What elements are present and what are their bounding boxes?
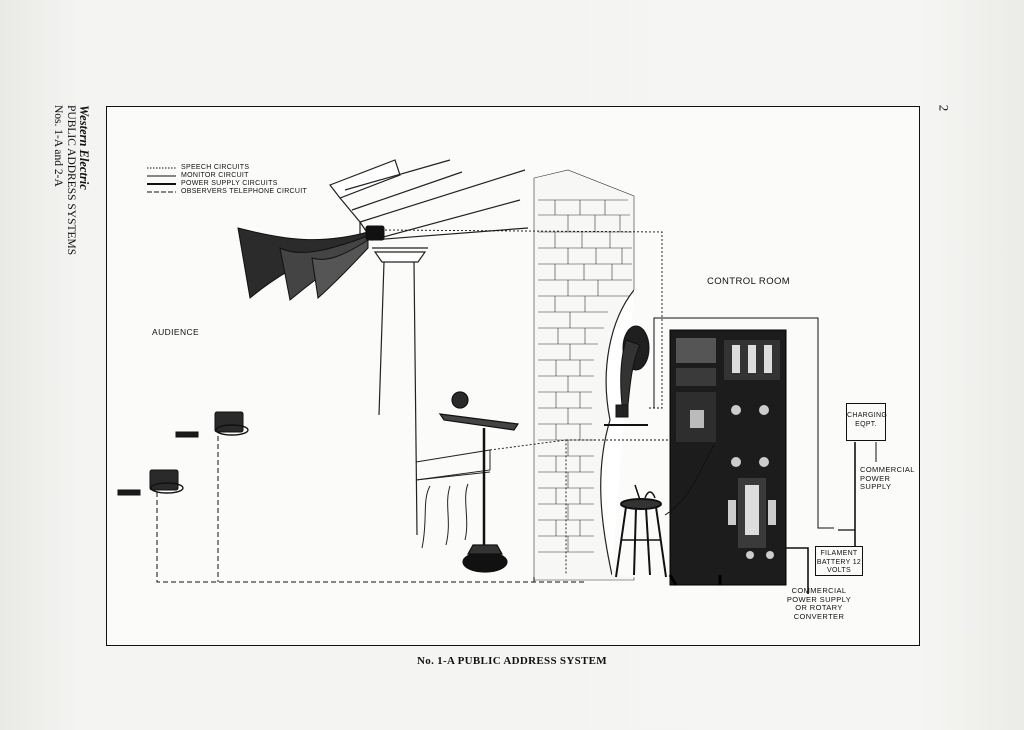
control-room-label: CONTROL ROOM bbox=[707, 276, 791, 287]
legend-monitor-circuit: MONITOR CIRCUIT bbox=[181, 172, 249, 179]
loudspeaker-horns bbox=[237, 225, 385, 301]
audience-label: AUDIENCE bbox=[152, 327, 200, 337]
amplifier-rack bbox=[668, 329, 787, 586]
ceiling-cornice bbox=[329, 159, 529, 241]
observer-telephones bbox=[117, 411, 249, 496]
balcony bbox=[415, 449, 491, 549]
commercial-power-converter-label: COMMERCIAL POWER SUPPLY OR ROTARY CONVER… bbox=[786, 586, 852, 621]
legend-samples bbox=[147, 167, 176, 193]
wiring bbox=[156, 229, 877, 594]
legend-observers-telephone-circuit: OBSERVERS TELEPHONE CIRCUIT bbox=[181, 188, 308, 195]
commercial-power-supply-label: COMMERCIAL POWER SUPPLY bbox=[860, 465, 915, 491]
charging-equipment-box: CHARGING EQPT. bbox=[846, 403, 887, 441]
operator-stool bbox=[615, 484, 667, 578]
microphone-stand bbox=[438, 391, 520, 573]
figure-caption: No. 1-A PUBLIC ADDRESS SYSTEM bbox=[417, 655, 607, 667]
monitor-horn bbox=[604, 325, 650, 426]
filament-battery-box: FILAMENT BATTERY 12 VOLTS bbox=[815, 546, 863, 576]
legend-speech-circuits: SPEECH CIRCUITS bbox=[181, 164, 250, 171]
column bbox=[372, 247, 428, 536]
legend-power-supply-circuits: POWER SUPPLY CIRCUITS bbox=[181, 180, 278, 187]
